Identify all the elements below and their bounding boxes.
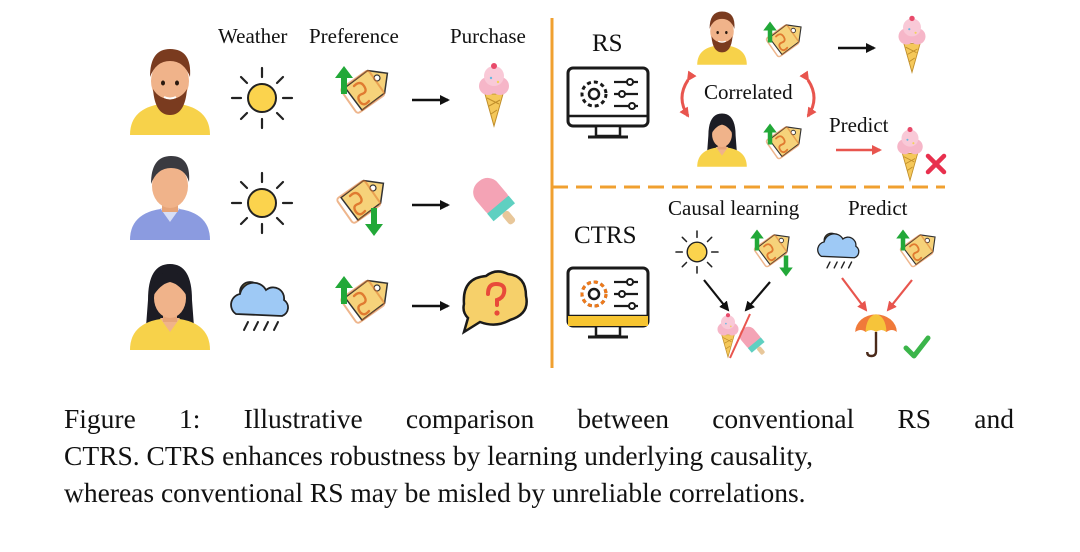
preference-header: Preference <box>309 24 399 48</box>
rs-predict-label: Predict <box>829 113 889 137</box>
caption-line-3: whereas conventional RS may be misled by… <box>64 477 806 508</box>
purchase-header: Purchase <box>450 24 526 48</box>
rs-title: RS <box>592 30 623 57</box>
weather-header: Weather <box>218 24 288 48</box>
ctrs-predict-label: Predict <box>848 196 908 220</box>
correlated-label: Correlated <box>704 80 793 104</box>
caption-line-1: Figure 1: Illustrative comparison betwee… <box>64 403 1014 434</box>
figure-caption: Figure 1: Illustrative comparison betwee… <box>64 400 1014 511</box>
figure-graphics <box>129 10 947 368</box>
caption-line-2: CTRS. CTRS enhances robustness by learni… <box>64 440 814 471</box>
causal-learning-label: Causal learning <box>668 196 800 220</box>
figure-1: Weather Preference Purchase RS Correlate… <box>129 10 947 368</box>
ctrs-title: CTRS <box>574 222 637 249</box>
